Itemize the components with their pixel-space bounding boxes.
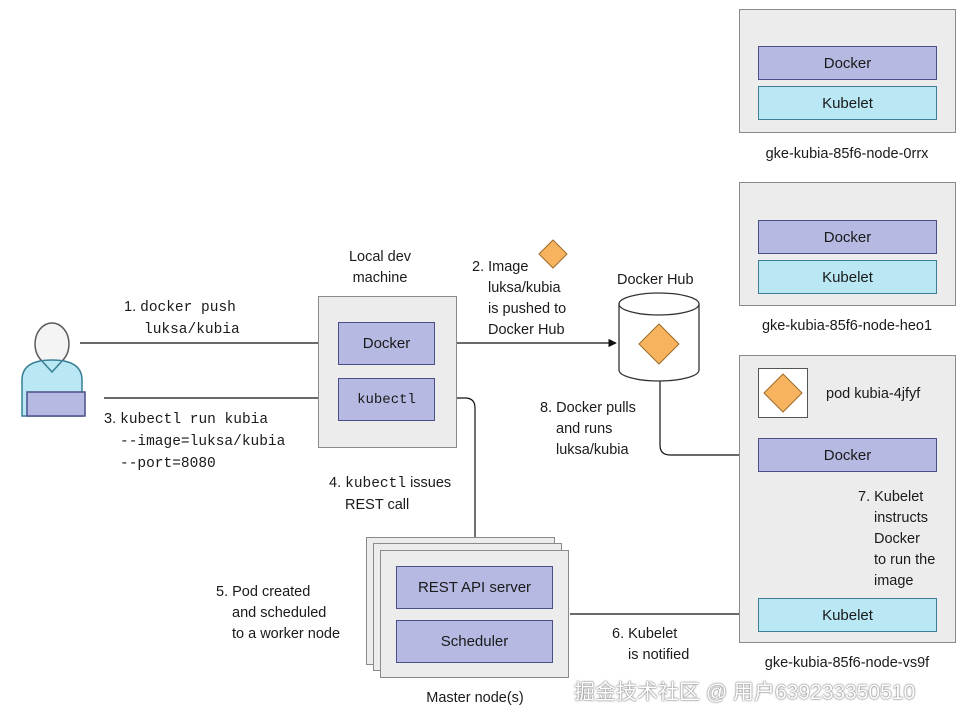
node-heo1-docker: Docker <box>758 220 937 254</box>
step-3-label: 3. kubectl run kubia --image=luksa/kubia… <box>104 411 286 472</box>
local-kubectl: kubectl <box>338 378 435 421</box>
step-8-label: 8. Docker pulls and runs luksa/kubia <box>540 400 636 458</box>
rest-api-server: REST API server <box>396 566 553 609</box>
arrow-rest-call <box>435 397 480 549</box>
docker-hub-title: Docker Hub <box>617 272 694 288</box>
step-4-label: 4. kubectl issues REST call <box>329 475 452 513</box>
image-diamond-icon <box>763 373 803 413</box>
arrow-notify <box>570 611 757 620</box>
node-0rrx-docker: Docker <box>758 46 937 80</box>
node-vs9f-docker: Docker <box>758 438 937 472</box>
node-0rrx-name: gke-kubia-85f6-node-0rrx <box>765 146 929 162</box>
master-caption: Master node(s) <box>426 690 524 706</box>
user-icon <box>21 322 86 417</box>
node-heo1-name: gke-kubia-85f6-node-heo1 <box>761 318 933 334</box>
step-5-label: 5. Pod created and scheduled to a worker… <box>216 584 341 642</box>
watermark: 掘金技术社区 @ 用户639233350510 <box>574 681 916 704</box>
docker-hub-cylinder <box>618 292 700 382</box>
node-vs9f-kubelet: Kubelet <box>758 598 937 632</box>
pod-label: pod kubia-4jfyf <box>826 386 921 402</box>
pod-box <box>758 368 808 418</box>
step-2-label: 2. Image luksa/kubia is pushed to Docker… <box>472 259 567 338</box>
step-7-label: 7. Kubelet instructs Docker to run the i… <box>858 489 936 589</box>
node-vs9f-name: gke-kubia-85f6-node-vs9f <box>764 655 930 671</box>
step-1-label: 1. docker push luksa/kubia <box>124 299 240 338</box>
local-docker: Docker <box>338 322 435 365</box>
image-diamond-icon <box>538 239 568 269</box>
node-0rrx-kubelet: Kubelet <box>758 86 937 120</box>
local-dev-title: Local dev machine <box>348 249 412 286</box>
arrow-pull <box>659 380 757 460</box>
node-heo1-kubelet: Kubelet <box>758 260 937 294</box>
step-6-label: 6. Kubelet is notified <box>612 626 690 663</box>
local-dev-machine <box>318 296 457 448</box>
scheduler: Scheduler <box>396 620 553 663</box>
